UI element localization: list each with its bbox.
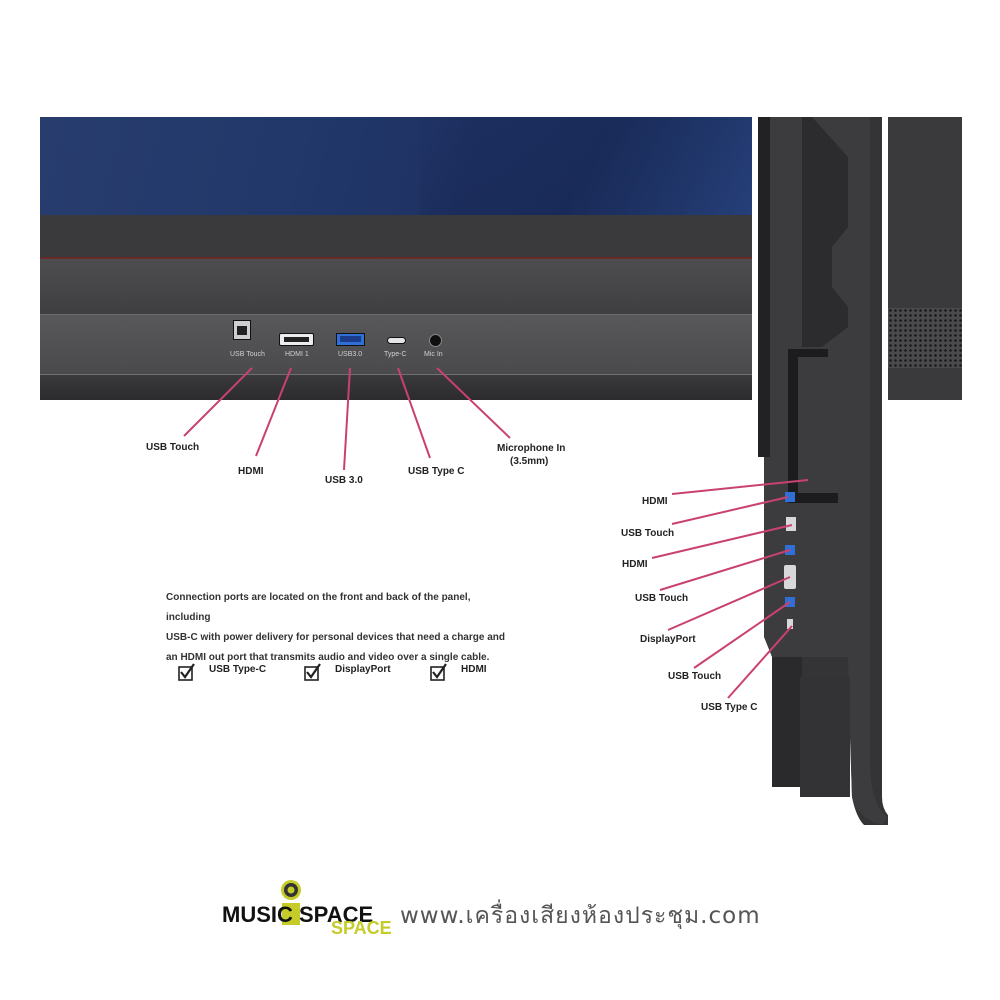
bezel-accent-line xyxy=(40,257,752,259)
callout-side-usb-touch-a: USB Touch xyxy=(621,528,675,539)
mic-port-label: Mic In xyxy=(424,351,443,358)
usb30-port-icon xyxy=(336,333,365,346)
callout-line-side-usb-touch-c xyxy=(693,601,791,669)
back-cover-shape xyxy=(802,117,848,347)
callout-side-hdmi-b: HDMI xyxy=(622,559,648,570)
description-text: Connection ports are located on the fron… xyxy=(166,588,516,668)
side-typec-port xyxy=(786,517,796,531)
callout-line-side-usb-touch-b xyxy=(659,549,791,591)
checklist-label: DisplayPort xyxy=(335,664,391,675)
bezel-lip xyxy=(40,374,752,400)
callout-side-usb-type-c: USB Type C xyxy=(701,702,758,713)
callout-usb30: USB 3.0 xyxy=(325,475,363,486)
stand-block-2 xyxy=(800,677,850,797)
brand-url[interactable]: www.เครื่องเสียงห้องประชุม.com xyxy=(400,903,761,929)
stand-block xyxy=(772,657,802,787)
music-space-logo-icon xyxy=(281,880,301,925)
checklist-label: HDMI xyxy=(461,664,487,675)
handle-bottom xyxy=(788,493,838,503)
hdmi-port-icon xyxy=(279,333,314,346)
callout-side-usb-touch-c: USB Touch xyxy=(668,671,722,682)
side-body-highlight xyxy=(764,117,888,825)
callout-line-side-hdmi-b xyxy=(651,524,793,559)
typec-port-label: Type-C xyxy=(384,351,407,358)
usb-touch-port-label: USB Touch xyxy=(230,351,265,358)
side-usbc-port xyxy=(787,619,793,629)
description-line-1: Connection ports are located on the fron… xyxy=(166,592,471,623)
checklist-label: USB Type-C xyxy=(209,664,267,675)
bezel-middle xyxy=(40,259,752,314)
display-screen xyxy=(40,117,752,215)
callout-side-displayport: DisplayPort xyxy=(640,634,696,645)
callout-line-usb-type-c xyxy=(397,367,431,459)
callout-usb-type-c: USB Type C xyxy=(408,466,465,477)
callout-mic-line1: Microphone In xyxy=(497,443,566,454)
side-edge xyxy=(758,117,770,457)
callout-line-mic xyxy=(436,367,511,439)
callout-hdmi: HDMI xyxy=(238,466,264,477)
callout-line-side-usb-type-c xyxy=(727,625,793,699)
side-usb-port-1 xyxy=(785,492,795,502)
callout-side-hdmi-a: HDMI xyxy=(642,496,668,507)
side-panel-photo xyxy=(754,117,888,825)
callout-line-usb30 xyxy=(343,367,351,471)
callout-line-side-hdmi-a xyxy=(671,479,809,495)
checkbox-checked-icon xyxy=(178,663,195,681)
checkbox-checked-icon xyxy=(430,663,447,681)
callout-usb-touch: USB Touch xyxy=(146,442,200,453)
description-line-2: USB-C with power delivery for personal d… xyxy=(166,632,505,643)
description-line-3: an HDMI out port that transmits audio an… xyxy=(166,652,490,663)
mic-jack-icon xyxy=(429,334,442,347)
checkbox-checked-icon xyxy=(304,663,321,681)
callout-mic-line2: (3.5mm) xyxy=(510,456,549,467)
hdmi-port-label: HDMI 1 xyxy=(285,351,309,358)
front-port-strip xyxy=(40,314,752,375)
bezel-top xyxy=(40,215,752,259)
callout-line-side-displayport xyxy=(667,576,791,631)
callout-line-side-usb-touch-a xyxy=(671,496,789,525)
callout-side-usb-touch-b: USB Touch xyxy=(635,593,689,604)
speaker-grill xyxy=(888,308,962,368)
typec-port-icon xyxy=(387,337,406,344)
callout-line-usb-touch xyxy=(183,367,253,437)
handle-top xyxy=(788,349,828,357)
front-panel-photo: USB Touch HDMI 1 USB3.0 Type-C Mic In xyxy=(40,117,752,400)
usb-touch-port-icon xyxy=(233,320,251,340)
callout-line-hdmi xyxy=(255,367,292,457)
brand-name: MUSIC SPACE xyxy=(222,902,374,927)
handle-left xyxy=(788,349,798,499)
brand-subtitle: SPACE xyxy=(331,918,392,938)
screen-reflection xyxy=(420,117,752,215)
usb30-port-label: USB3.0 xyxy=(338,351,363,358)
